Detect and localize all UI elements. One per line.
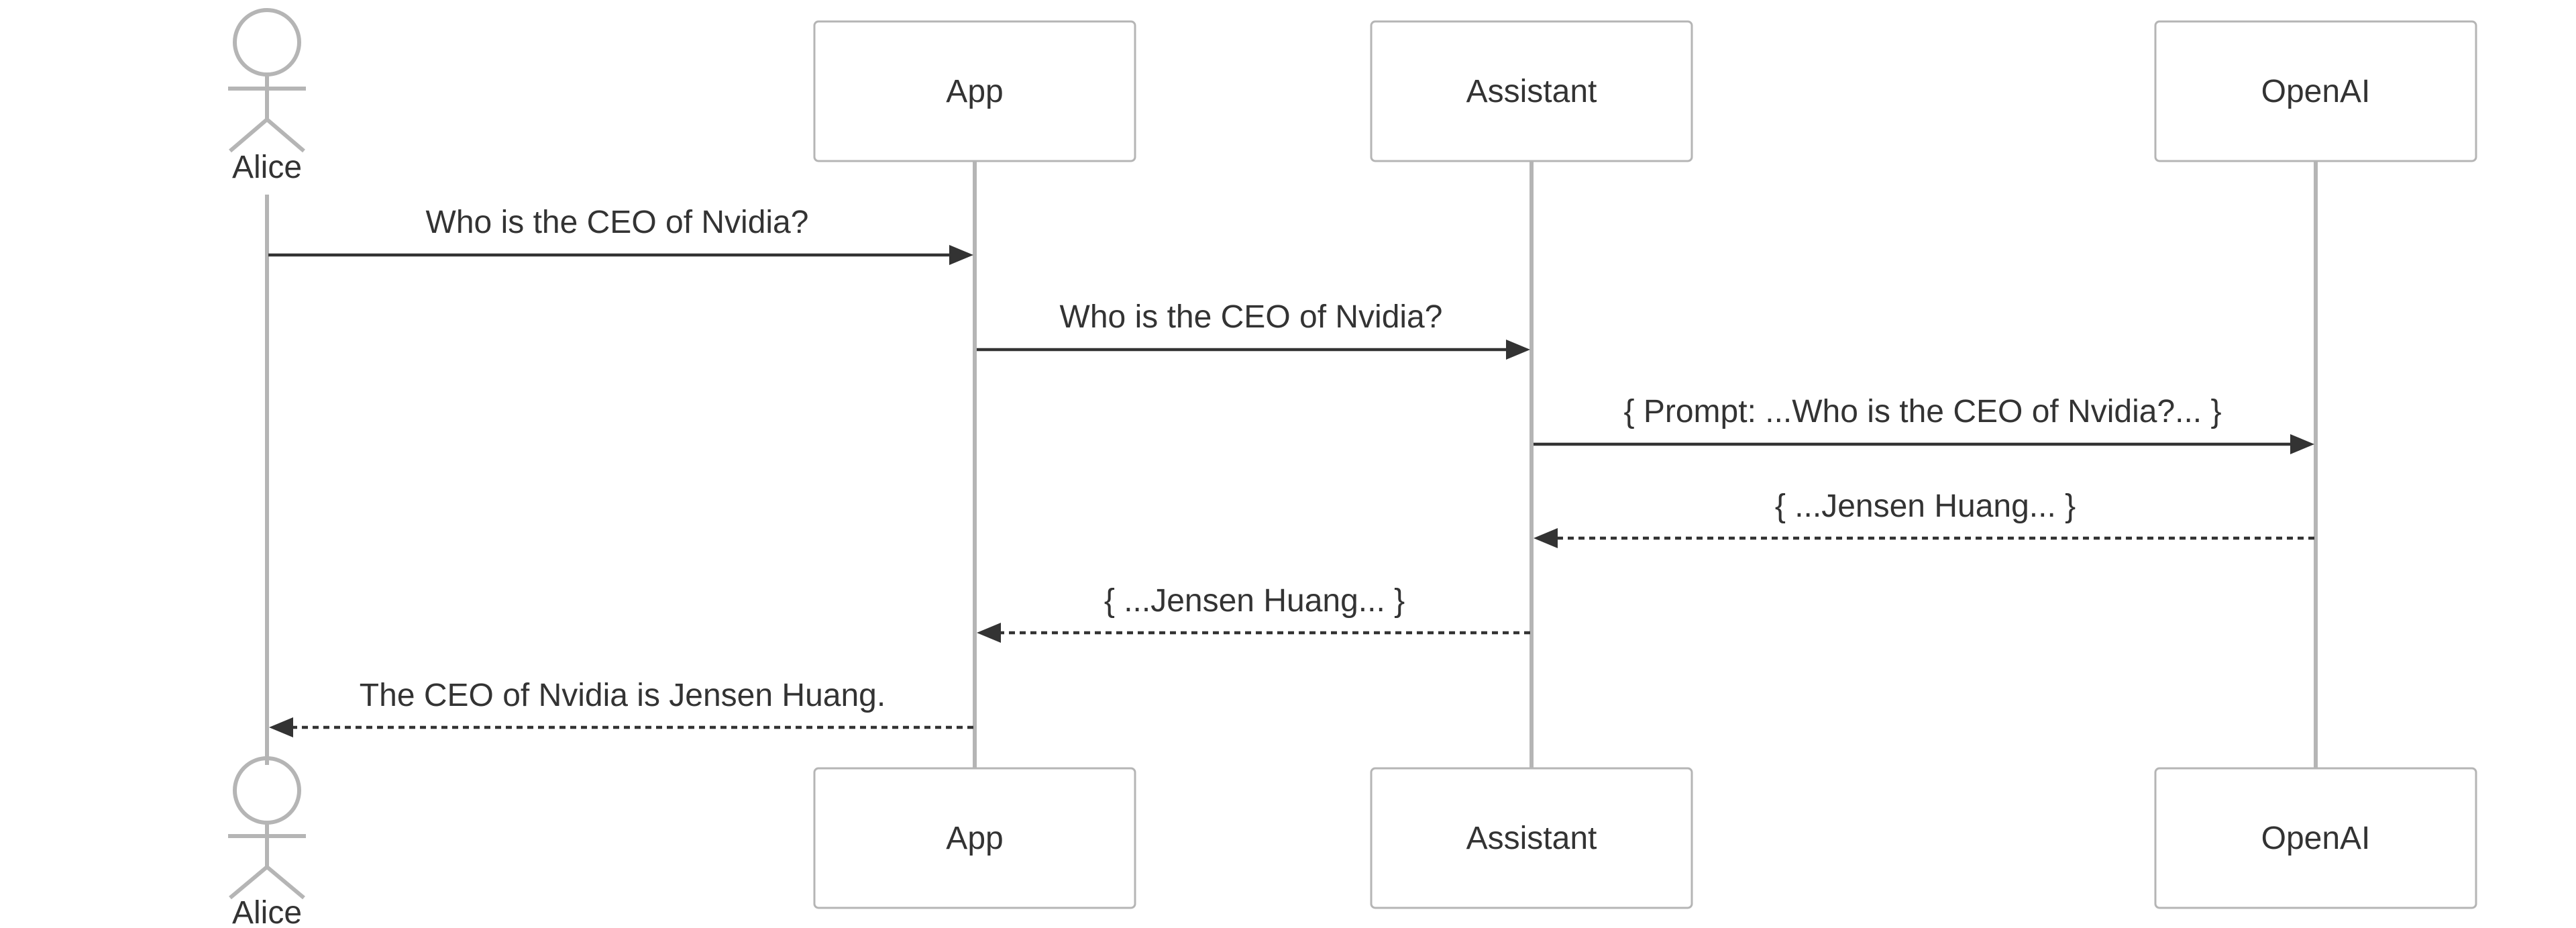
message-1: Who is the CEO of Nvidia? (268, 205, 973, 265)
arrowhead-right-icon (949, 245, 973, 265)
message-6: The CEO of Nvidia is Jensen Huang. (269, 678, 973, 737)
arrowhead-left-icon (269, 717, 293, 737)
participant-label-assistant: Assistant (1466, 74, 1597, 109)
arrowhead-left-icon (1534, 528, 1558, 548)
participant-alice-bottom: Alice (228, 756, 306, 928)
message-label: { Prompt: ...Who is the CEO of Nvidia?..… (1623, 394, 2221, 429)
participant-assistant-top: Assistant (1370, 20, 1693, 162)
message-label: The CEO of Nvidia is Jensen Huang. (360, 678, 885, 713)
message-3: { Prompt: ...Who is the CEO of Nvidia?..… (1534, 394, 2314, 454)
participant-label-alice: Alice (232, 150, 302, 185)
participant-label-openai: OpenAI (2261, 821, 2371, 856)
participant-openai-bottom: OpenAI (2154, 767, 2477, 909)
participant-app-top: App (813, 20, 1136, 162)
actor-figure-icon (228, 8, 306, 153)
participant-label-app: App (946, 74, 1003, 109)
participant-app-bottom: App (813, 767, 1136, 909)
participant-label-app: App (946, 821, 1003, 856)
participant-assistant-bottom: Assistant (1370, 767, 1693, 909)
message-4: { ...Jensen Huang... } (1534, 488, 2314, 548)
arrowhead-right-icon (1506, 340, 1530, 360)
participant-label-assistant: Assistant (1466, 821, 1597, 856)
participant-label-alice: Alice (232, 895, 302, 928)
participant-alice-top: Alice (228, 8, 306, 185)
message-label: { ...Jensen Huang... } (1775, 488, 2076, 524)
message-label: Who is the CEO of Nvidia? (426, 205, 809, 240)
actor-figure-icon (228, 756, 306, 900)
message-5: { ...Jensen Huang... } (977, 583, 1530, 643)
arrowhead-right-icon (2290, 434, 2314, 454)
participant-openai-top: OpenAI (2154, 20, 2477, 162)
message-label: Who is the CEO of Nvidia? (1060, 299, 1443, 335)
message-label: { ...Jensen Huang... } (1104, 583, 1405, 619)
arrowhead-left-icon (977, 623, 1001, 643)
message-2: Who is the CEO of Nvidia? (977, 299, 1530, 360)
participant-label-openai: OpenAI (2261, 74, 2371, 109)
